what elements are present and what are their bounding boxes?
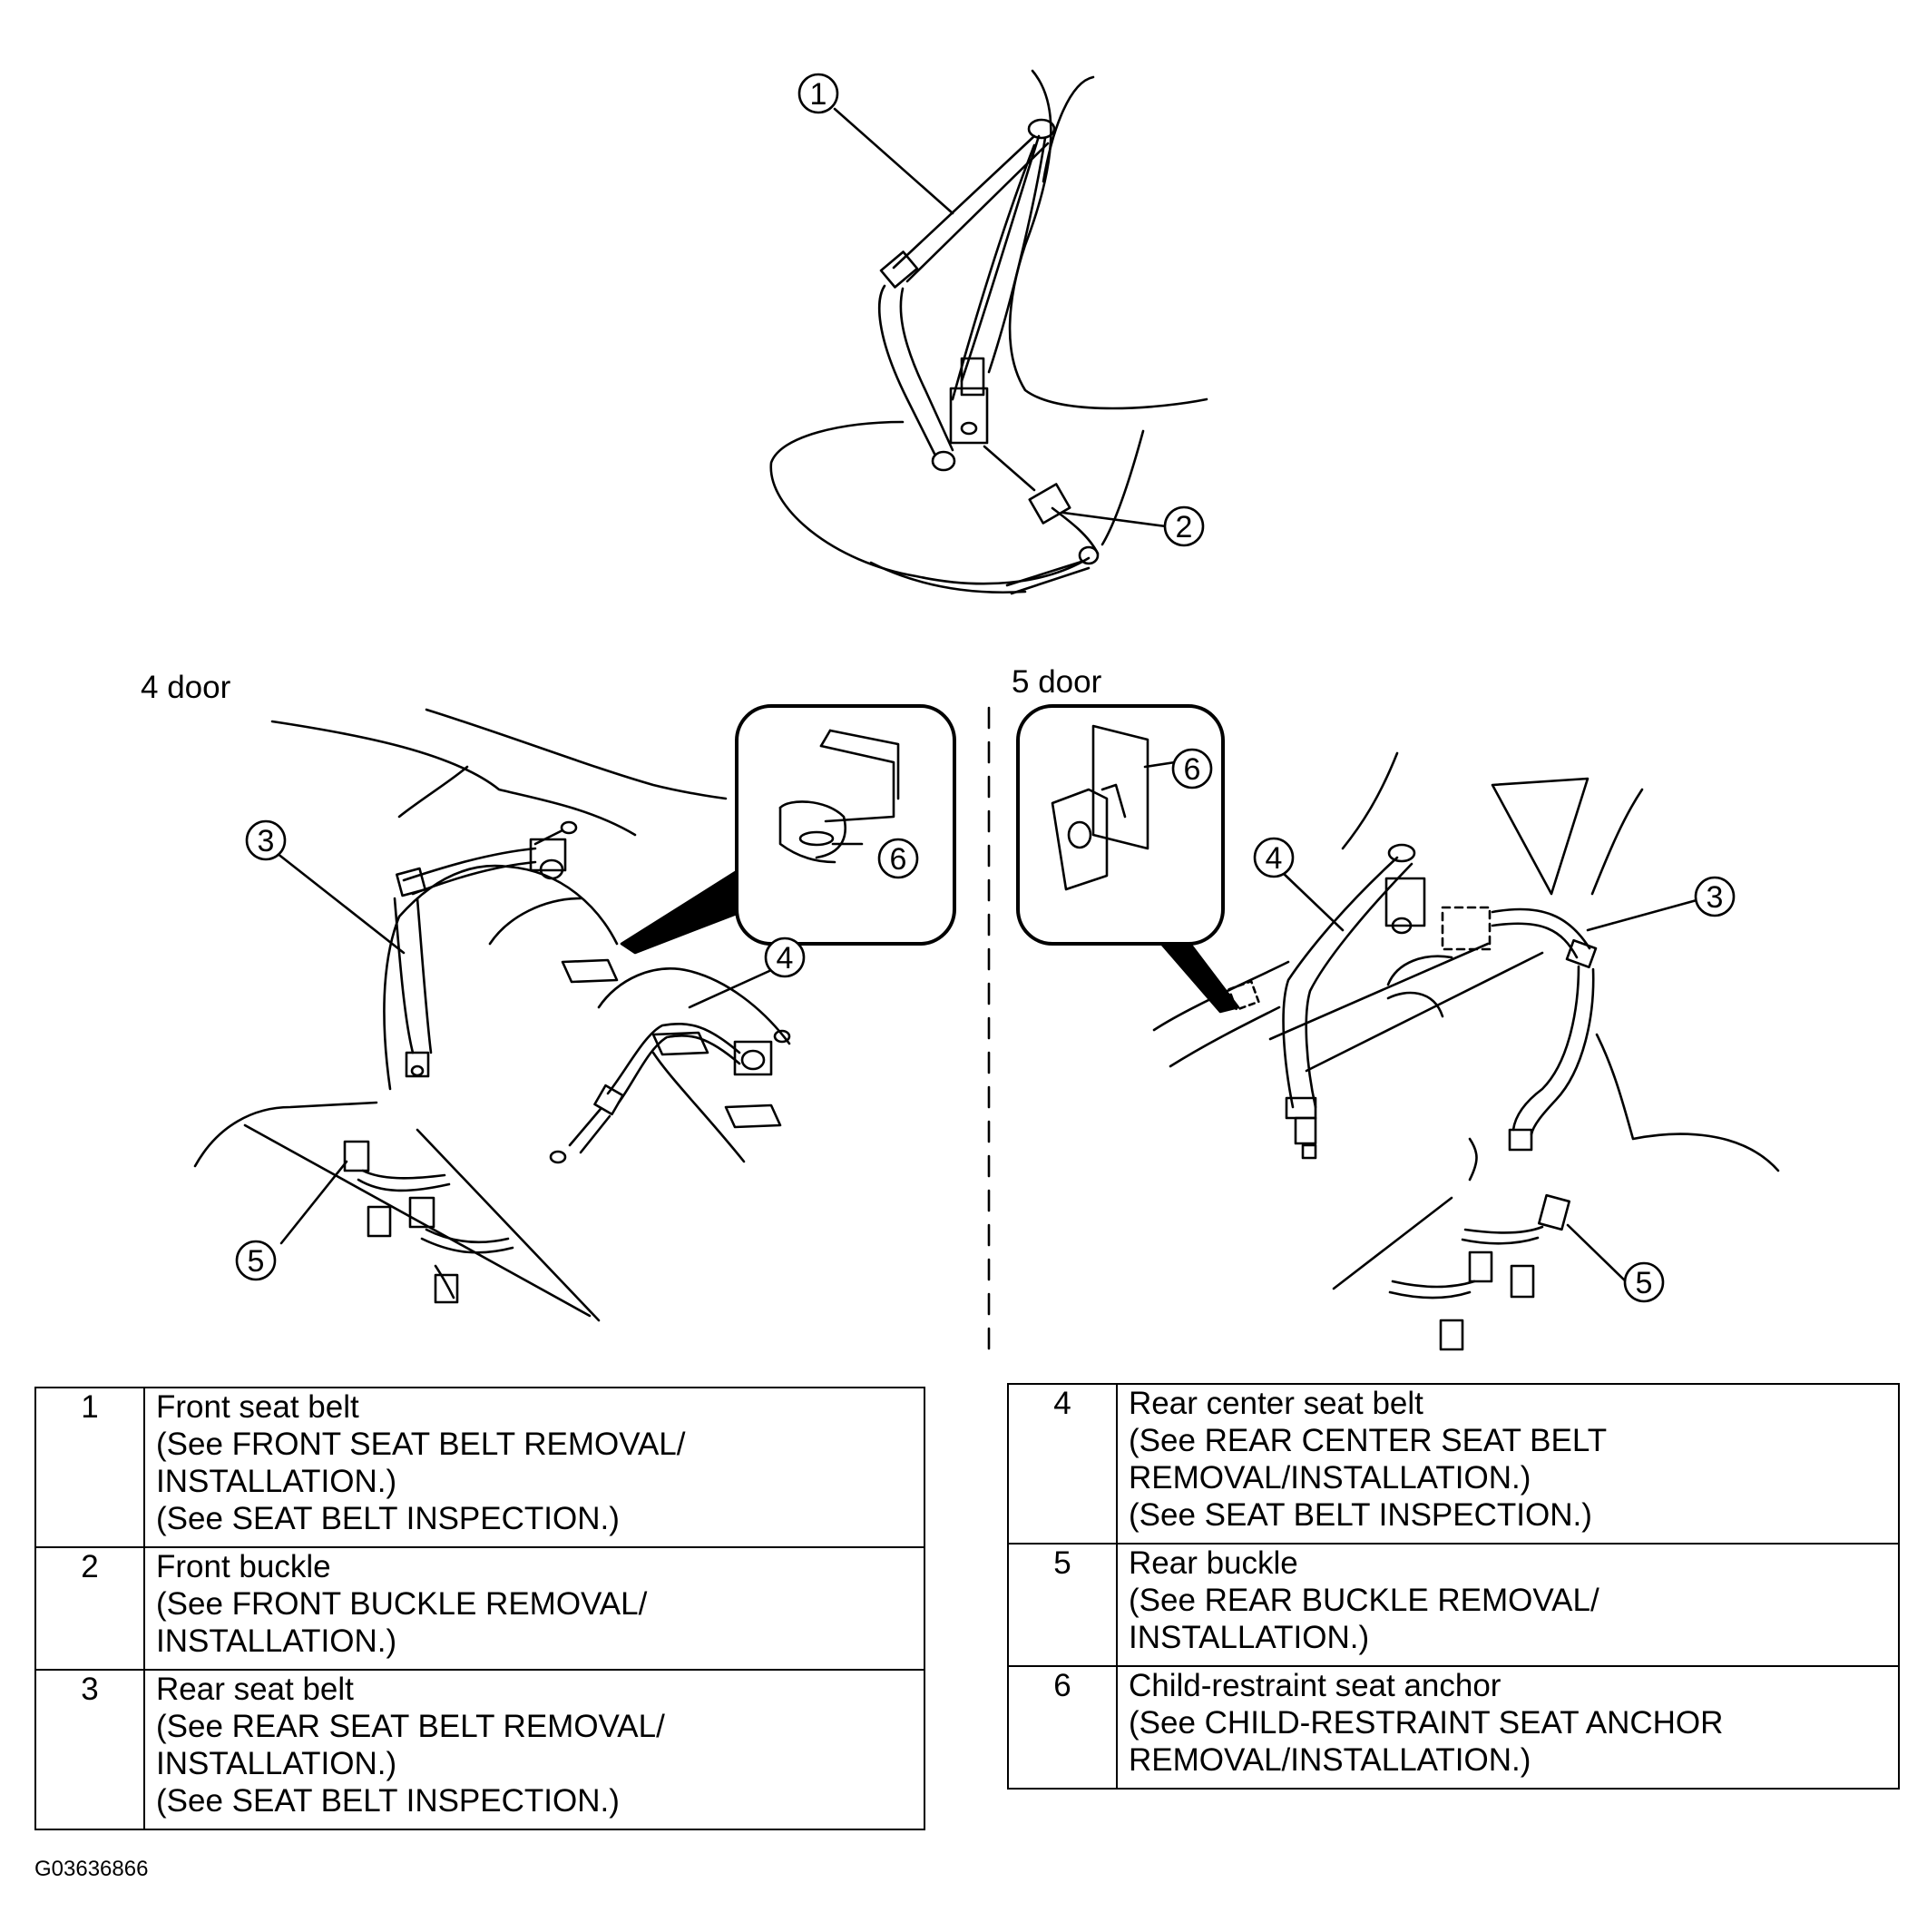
svg-text:3: 3	[258, 824, 275, 858]
legend-number: 4	[1007, 1383, 1118, 1545]
callout-4-four-door: 4	[764, 937, 806, 978]
svg-text:2: 2	[1176, 510, 1193, 544]
legend-row: 2 Front buckle (See FRONT BUCKLE REMOVAL…	[34, 1546, 925, 1671]
legend-row: 3 Rear seat belt (See REAR SEAT BELT REM…	[34, 1669, 925, 1830]
legend-description: Rear center seat belt (See REAR CENTER S…	[1116, 1383, 1900, 1545]
legend-row: 1 Front seat belt (See FRONT SEAT BELT R…	[34, 1387, 925, 1548]
svg-text:4: 4	[777, 941, 794, 976]
svg-text:5: 5	[1636, 1266, 1653, 1300]
five-door-label: 5 door	[1012, 664, 1102, 700]
legend-number: 2	[34, 1546, 145, 1671]
callout-1-front: 1	[797, 73, 839, 114]
legend-table-left: 1 Front seat belt (See FRONT SEAT BELT R…	[34, 1387, 925, 1830]
svg-text:5: 5	[248, 1244, 265, 1279]
leader-lines	[275, 107, 1698, 1286]
svg-text:6: 6	[890, 842, 907, 877]
callout-5-five-door: 5	[1623, 1261, 1665, 1303]
callout-3-five-door: 3	[1694, 876, 1736, 917]
legend-number: 6	[1007, 1665, 1118, 1790]
legend-description: Rear buckle (See REAR BUCKLE REMOVAL/ IN…	[1116, 1543, 1900, 1667]
legend-description: Rear seat belt (See REAR SEAT BELT REMOV…	[143, 1669, 925, 1830]
svg-text:6: 6	[1184, 752, 1201, 787]
legend-row: 6 Child-restraint seat anchor (See CHILD…	[1007, 1665, 1900, 1790]
legend-description: Front buckle (See FRONT BUCKLE REMOVAL/ …	[143, 1546, 925, 1671]
legend-description: Front seat belt (See FRONT SEAT BELT REM…	[143, 1387, 925, 1548]
callout-3-four-door: 3	[245, 819, 287, 861]
legend-number: 3	[34, 1669, 145, 1830]
four-door-anchor-inset	[620, 704, 956, 955]
legend-table-right: 4 Rear center seat belt (See REAR CENTER…	[1007, 1383, 1900, 1790]
legend-row: 4 Rear center seat belt (See REAR CENTER…	[1007, 1383, 1900, 1545]
legend-description: Child-restraint seat anchor (See CHILD-R…	[1116, 1665, 1900, 1790]
four-door-label: 4 door	[141, 670, 231, 705]
svg-text:3: 3	[1707, 880, 1724, 915]
callout-6-five-door: 6	[1171, 748, 1213, 789]
front-seat-illustration	[769, 69, 1208, 595]
callout-2-front: 2	[1163, 505, 1205, 547]
svg-text:4: 4	[1266, 841, 1283, 876]
four-door-illustration	[193, 708, 791, 1322]
legend-number: 1	[34, 1387, 145, 1548]
five-door-illustration	[1016, 704, 1780, 1351]
legend-number: 5	[1007, 1543, 1118, 1667]
legend-row: 5 Rear buckle (See REAR BUCKLE REMOVAL/ …	[1007, 1543, 1900, 1667]
figure-id: G03636866	[34, 1857, 149, 1881]
callout-5-four-door: 5	[235, 1240, 277, 1281]
callout-4-five-door: 4	[1253, 837, 1295, 878]
callout-6-four-door: 6	[877, 838, 919, 879]
svg-text:1: 1	[810, 77, 827, 112]
